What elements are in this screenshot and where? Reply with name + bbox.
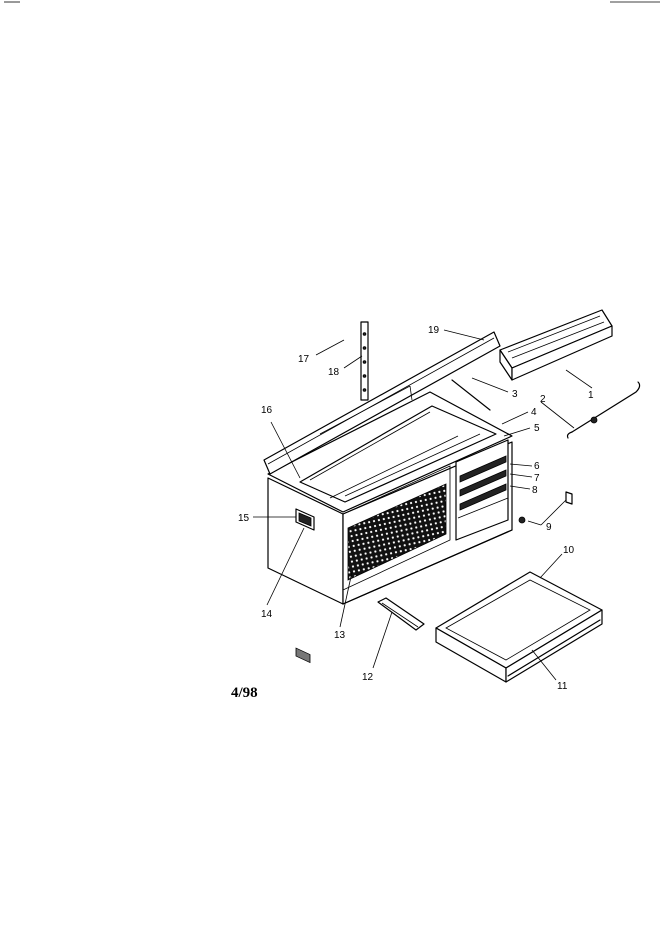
callout-16: 16 — [261, 405, 273, 416]
tool-chest — [267, 391, 513, 664]
lid-stay — [451, 379, 491, 411]
chest-lid — [263, 331, 501, 475]
callout-10: 10 — [563, 545, 575, 556]
drawer — [435, 571, 603, 683]
side-handle — [295, 508, 315, 664]
callout-8: 8 — [532, 485, 538, 496]
callout-15: 15 — [238, 513, 250, 524]
lock-rod — [566, 381, 641, 439]
callout-13: 13 — [334, 630, 346, 641]
callout-7: 7 — [534, 473, 540, 484]
tool-tray — [499, 309, 613, 381]
latch-hardware — [518, 491, 573, 524]
leader-lines — [253, 329, 593, 681]
chest-interior — [299, 405, 497, 503]
callout-11: 11 — [557, 681, 568, 692]
callout-18: 18 — [328, 367, 340, 378]
hinge-strip — [360, 321, 369, 401]
callout-12: 12 — [362, 672, 374, 683]
callout-17: 17 — [298, 354, 310, 365]
callout-19: 19 — [428, 325, 440, 336]
callout-4: 4 — [531, 407, 537, 418]
pegboard-panel — [347, 483, 447, 581]
callout-2: 2 — [540, 394, 546, 405]
callout-6: 6 — [534, 461, 540, 472]
callout-9: 9 — [546, 522, 552, 533]
callouts: 1 2 3 4 5 6 7 8 9 10 11 12 13 14 15 16 1… — [238, 325, 594, 692]
callout-5: 5 — [534, 423, 540, 434]
drawer-bank — [455, 439, 509, 541]
callout-3: 3 — [512, 389, 518, 400]
callout-1: 1 — [588, 390, 594, 401]
drawer-slide — [377, 597, 425, 631]
callout-14: 14 — [261, 609, 273, 620]
date-code: 4/98 — [231, 685, 258, 701]
